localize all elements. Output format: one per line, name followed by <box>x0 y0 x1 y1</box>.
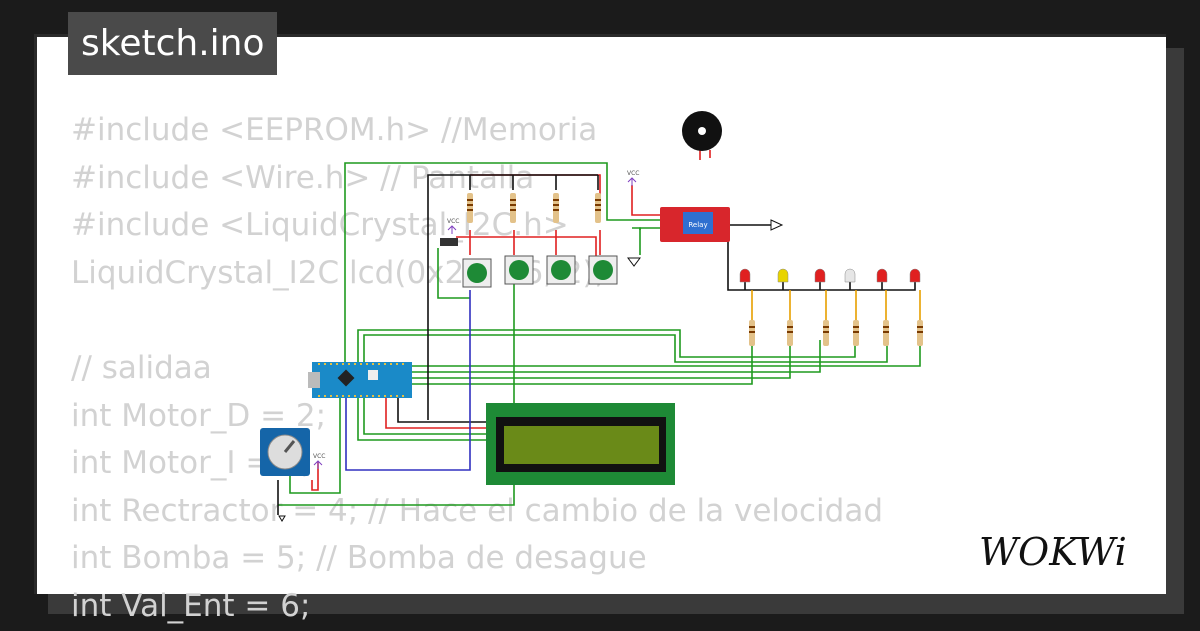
top-resistors[interactable] <box>467 193 601 223</box>
led-5[interactable] <box>876 268 888 283</box>
led-2[interactable] <box>777 268 789 283</box>
code-line: int Val_Ent = 6; <box>71 587 311 624</box>
code-line: int Bomba = 5; // Bomba de desague <box>71 540 647 577</box>
vcc-label-relay: VCC <box>627 170 639 177</box>
led-4[interactable] <box>844 268 856 283</box>
buzzer[interactable] <box>682 111 722 151</box>
led-3[interactable] <box>814 268 826 283</box>
arduino-nano[interactable] <box>308 362 412 398</box>
lcd-display[interactable] <box>486 403 675 485</box>
code-line: // salidaa <box>71 349 212 386</box>
push-buttons[interactable] <box>462 255 618 288</box>
code-line: #include <EEPROM.h> //Memoria <box>71 112 598 148</box>
led-1[interactable] <box>739 268 751 283</box>
vcc-label-pot: VCC <box>313 453 325 460</box>
led-resistors[interactable] <box>749 320 923 346</box>
vcc-label-switch: VCC <box>447 218 459 225</box>
code-line: int Motor_D = 2; <box>71 397 327 434</box>
code-card: #include <EEPROM.h> //Memoria#include <W… <box>34 34 1166 624</box>
relay-module[interactable]: Relay <box>660 207 730 242</box>
led-row[interactable] <box>739 268 921 283</box>
led-6[interactable] <box>909 268 921 283</box>
wokwi-logo-text: WOKWi <box>979 530 1127 574</box>
wires <box>277 150 921 515</box>
slide-switch[interactable] <box>440 238 458 246</box>
relay-label: Relay <box>688 221 707 229</box>
potentiometer[interactable] <box>260 428 310 476</box>
code-line: int Rectractor = 4; // Hace el cambio de… <box>71 492 884 529</box>
file-tab[interactable]: sketch.ino <box>68 12 278 75</box>
wokwi-logo: WOKWi <box>979 530 1127 574</box>
